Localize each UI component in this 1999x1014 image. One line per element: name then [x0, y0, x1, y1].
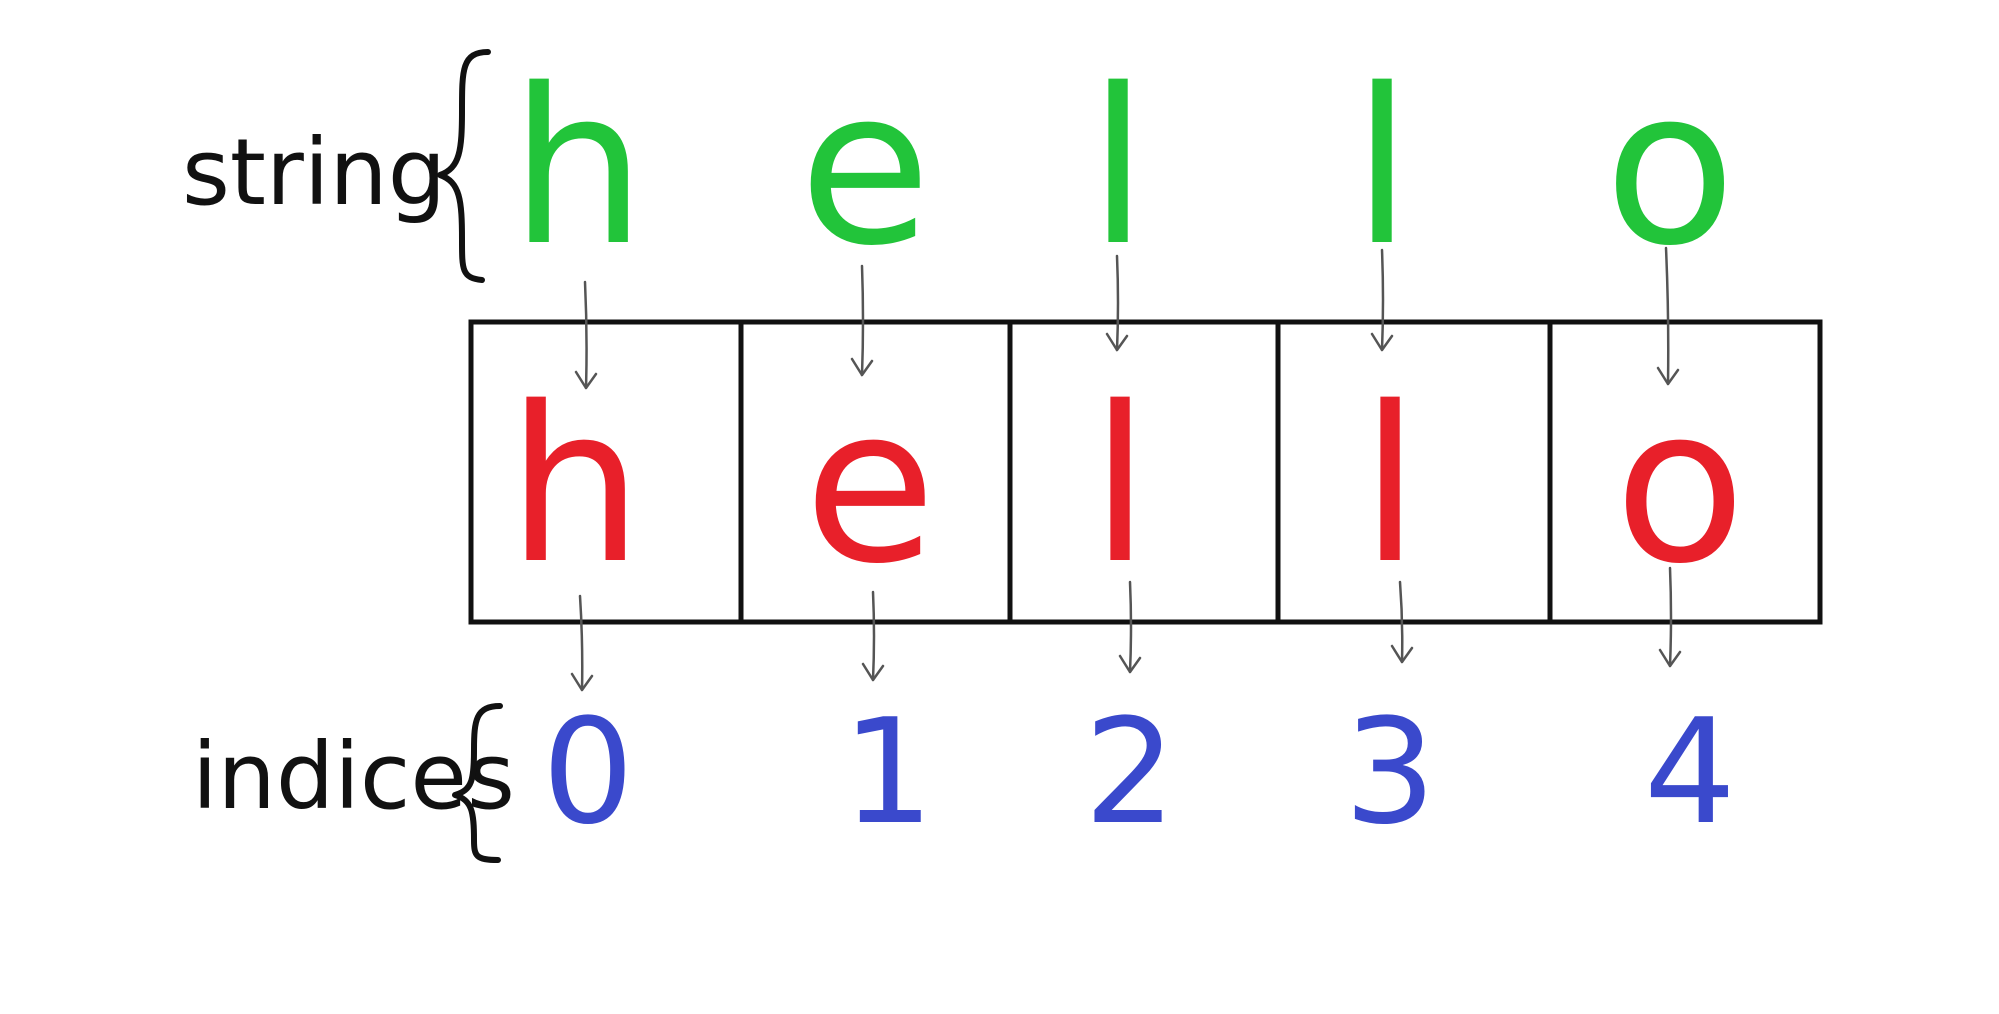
array-cell-2: l	[1007, 319, 1281, 625]
index-1: 1	[842, 688, 934, 857]
cell-char-3: l	[1360, 360, 1420, 611]
arrow-cell-to-index-4	[1658, 566, 1682, 668]
cell-char-4: o	[1614, 360, 1746, 611]
array-cell-0: h	[468, 319, 744, 625]
arrow-cell-to-index-1	[861, 590, 885, 682]
arrows	[570, 246, 1682, 692]
string-char-1: e	[799, 42, 931, 293]
array-cell-4: o	[1547, 319, 1823, 625]
cell-char-0: h	[507, 360, 643, 611]
index-2: 2	[1084, 688, 1176, 857]
string-char-2: l	[1088, 42, 1148, 293]
arrow-string-to-cell-1	[850, 264, 874, 377]
array-cell-3: l	[1275, 319, 1553, 625]
index-0: 0	[542, 688, 634, 857]
arrow-cell-to-index-0	[570, 594, 594, 692]
string-char-4: o	[1604, 42, 1736, 293]
arrow-cell-to-index-2	[1118, 580, 1142, 674]
cell-box-4	[1547, 319, 1823, 625]
arrow-cell-to-index-3	[1390, 580, 1414, 664]
string-label: string	[182, 119, 446, 226]
arrow-string-to-cell-4	[1656, 246, 1680, 386]
index-3: 3	[1344, 688, 1436, 857]
indices-brace	[452, 703, 503, 863]
index-4: 4	[1644, 688, 1736, 857]
indices-label: indices	[192, 723, 515, 830]
arrow-string-to-cell-0	[574, 280, 598, 390]
string-char-0: h	[510, 42, 646, 293]
cell-char-2: l	[1090, 360, 1150, 611]
string-brace	[437, 49, 491, 283]
arrow-string-to-cell-2	[1105, 254, 1129, 352]
array-cell-1: e	[738, 319, 1013, 625]
cell-char-1: e	[804, 360, 936, 611]
arrow-string-to-cell-3	[1370, 248, 1394, 352]
